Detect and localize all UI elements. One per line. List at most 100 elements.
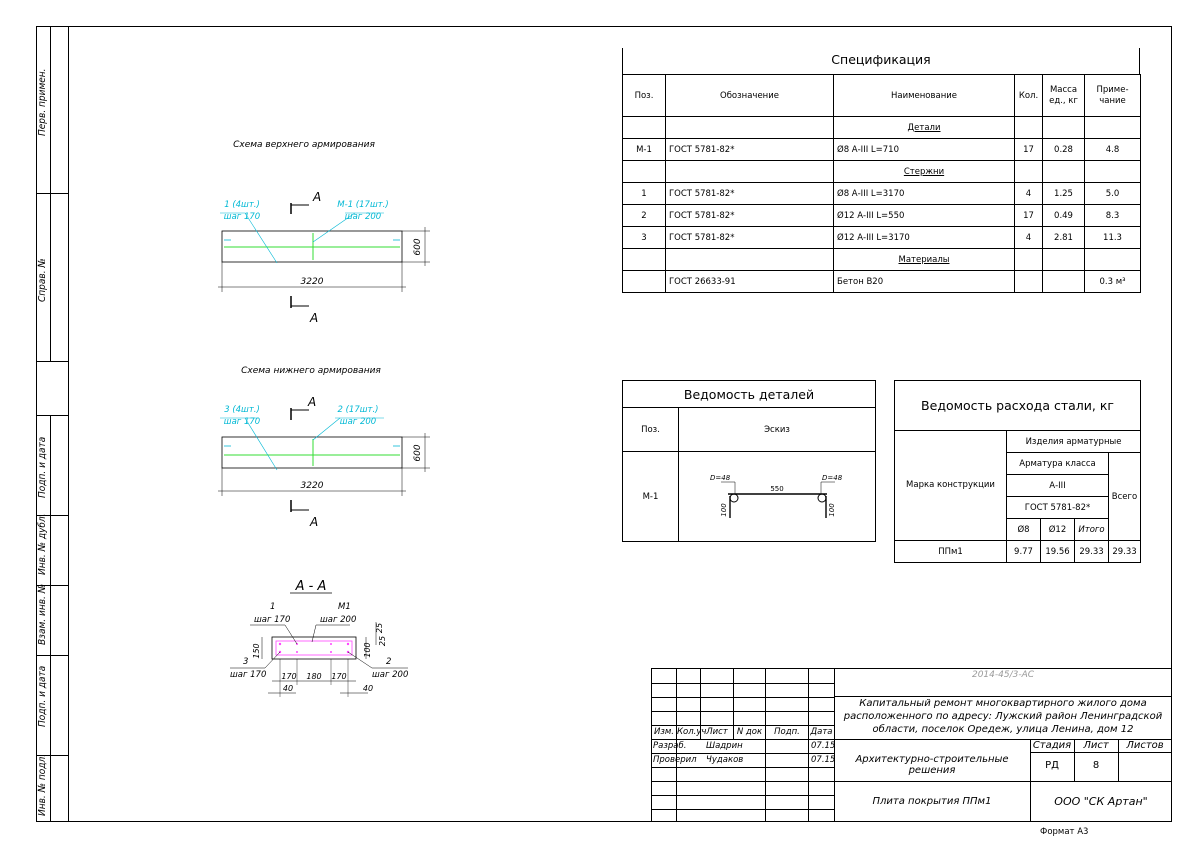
dim-height: 600 (413, 444, 423, 461)
spec-cell: Ø12 А-III L=3170 (833, 226, 1015, 249)
details-title: Ведомость деталей (622, 380, 876, 408)
dim-label: 170 (331, 672, 346, 681)
sketch-label: D=48 (822, 474, 843, 482)
spec-cell: 5.0 (1084, 182, 1141, 205)
stage-value: РД (1045, 760, 1059, 771)
leader-label: шаг 200 (345, 212, 381, 222)
dim-label: 25 (378, 636, 387, 646)
steel-cell: 9.77 (1006, 540, 1041, 563)
dim-label: 40 (363, 684, 373, 693)
dim-length: 3220 (301, 277, 324, 287)
steel-header: Ø8 (1006, 518, 1041, 541)
stamp-role: Проверил (653, 755, 697, 765)
spec-cell: 17 (1014, 138, 1043, 161)
stamp-head: N док (736, 727, 763, 737)
project-name: Капитальный ремонт многоквартирного жило… (843, 698, 1163, 735)
slab-bottom-view (221, 436, 403, 469)
spec-header: Приме- чание (1084, 74, 1141, 117)
details-sketch-cell: D=48 D=48 550 100 100 (678, 451, 876, 542)
steel-cell: 29.33 (1074, 540, 1109, 563)
sketch-label: 100 (828, 503, 836, 517)
side-divider (36, 585, 69, 586)
reinforcement-drawings: Схема верхнего армирования А 1 (4шт.) ша… (218, 140, 430, 697)
slab-top-view (221, 230, 403, 263)
stamp-head: Изм. (654, 727, 674, 737)
spec-header: Поз. (622, 74, 666, 117)
details-header: Поз. (622, 407, 679, 452)
dim-label: 150 (252, 643, 261, 658)
spec-cell: ГОСТ 5781-82* (665, 138, 834, 161)
side-divider (50, 415, 51, 822)
section-outline (271, 636, 357, 660)
spec-cell: Бетон В20 (833, 270, 1015, 293)
sheet-value: 8 (1092, 760, 1100, 771)
spec-header: Масса ед., кг (1042, 74, 1085, 117)
spec-cell: 17 (1014, 204, 1043, 227)
title-block (651, 668, 1172, 822)
spec-title: Спецификация (622, 48, 1140, 74)
stamp-head: Кол.уч (677, 727, 707, 737)
steel-header: Итого (1074, 518, 1109, 541)
spec-cell: Ø8 А-III L=3170 (833, 182, 1015, 205)
spec-cell: 2 (622, 204, 666, 227)
spec-cell: 4 (1014, 182, 1043, 205)
section-marker: А (309, 515, 318, 529)
side-label: Инв. № подл. (37, 753, 48, 816)
steel-title: Ведомость расхода стали, кг (893, 380, 1142, 431)
side-label: Подп. и дата (37, 436, 48, 498)
steel-table: Ведомость расхода стали, кг Марка констр… (893, 380, 1142, 563)
stamp-signer: Чудаков (706, 755, 744, 765)
side-label: Перв. примен. (37, 68, 48, 136)
steel-header: Арматура класса (1006, 452, 1109, 475)
sketch-label: 100 (720, 503, 728, 517)
section-marker: А (307, 395, 316, 409)
detail-sketch: D=48 D=48 550 100 100 (710, 474, 843, 518)
leader-label: М-1 (17шт.) (337, 200, 388, 210)
steel-header: А-III (1006, 474, 1109, 497)
spec-section: Материалы (833, 248, 1015, 271)
spec-section: Детали (833, 116, 1015, 139)
steel-cell: 19.56 (1040, 540, 1075, 563)
spec-cell: ГОСТ 26633-91 (665, 270, 834, 293)
side-divider (36, 415, 69, 416)
stamp-signer: Шадрин (706, 741, 743, 751)
details-cell: М-1 (622, 451, 679, 542)
details-header: Эскиз (678, 407, 876, 452)
side-divider (36, 515, 69, 516)
side-divider (36, 755, 69, 756)
side-divider (36, 655, 69, 656)
spec-cell: 3 (622, 226, 666, 249)
spec-cell: 0.28 (1042, 138, 1085, 161)
drawing-frame (68, 26, 1172, 822)
steel-header: Всего (1107, 452, 1142, 541)
side-label: Взам. инв. № (37, 583, 48, 645)
leader-label: 3 (4шт.) (224, 405, 260, 415)
spec-cell: 0.3 м³ (1084, 270, 1141, 293)
spec-cell: 8.3 (1084, 204, 1141, 227)
section-label: шаг 200 (372, 670, 408, 680)
spec-section: Стержни (833, 160, 1015, 183)
sheet-head: Лист (1083, 740, 1109, 751)
spec-header: Наименование (833, 74, 1015, 117)
section-label: 1 (270, 602, 275, 612)
section-name: Архитектурно-строительные решения (855, 754, 1009, 776)
side-strip (36, 26, 69, 822)
bottom-scheme-title: Схема нижнего армирования (241, 366, 381, 376)
side-label: Справ. № (37, 258, 48, 302)
details-table: Ведомость деталей Поз.Эскиз М-1 D=48 D=4… (622, 380, 876, 542)
steel-cell: 29.33 (1107, 540, 1142, 563)
section-label: шаг 170 (254, 615, 290, 625)
spec-cell (1042, 270, 1085, 293)
spec-cell: Ø8 А-III L=710 (833, 138, 1015, 161)
spec-cell: 1.25 (1042, 182, 1085, 205)
dim-label: 100 (363, 642, 372, 657)
sketch-label: 550 (770, 485, 783, 493)
organization: ООО "СК Артан" (1054, 795, 1148, 808)
top-scheme-title: Схема верхнего армирования (233, 140, 375, 150)
section-label: 2 (386, 657, 391, 667)
project-code: 2014-45/3-АС (971, 670, 1035, 680)
leader-label: 2 (17шт.) (338, 405, 379, 415)
steel-cell: ППм1 (894, 540, 1007, 563)
sheets-head: Листов (1126, 740, 1164, 751)
side-label: Подп. и дата (37, 665, 48, 727)
